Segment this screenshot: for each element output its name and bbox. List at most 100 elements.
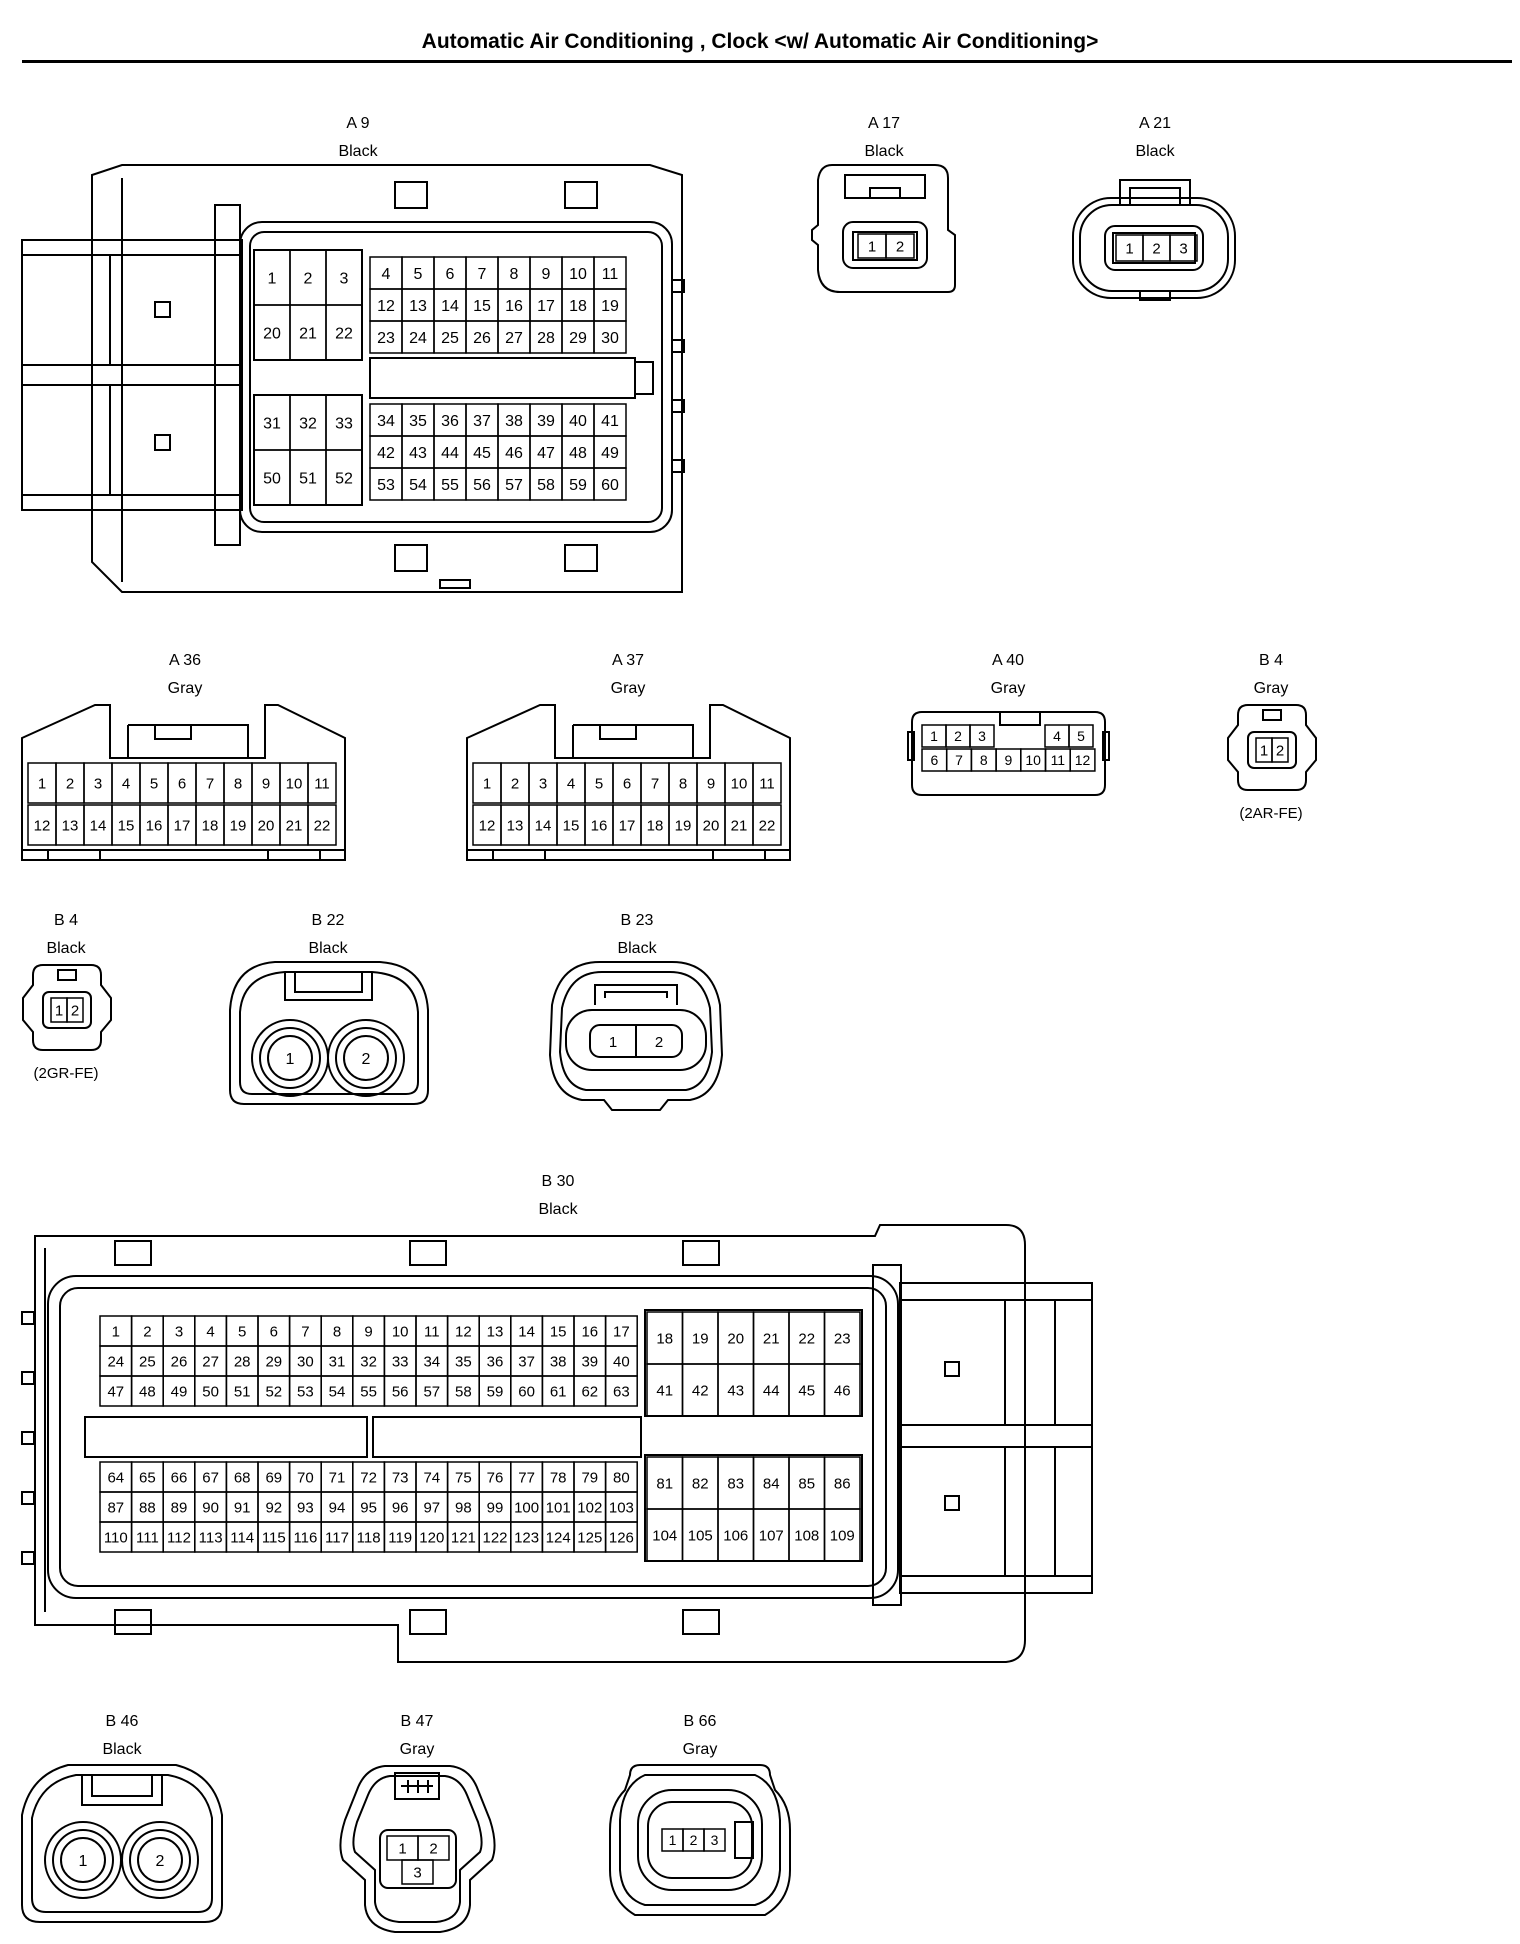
b30-pin: 72 [360, 1469, 377, 1486]
b4-gray-pin: 1 [1260, 742, 1268, 759]
connector-b4-black-note: (2GR-FE) [34, 1065, 99, 1082]
a37-pin: 17 [619, 817, 636, 834]
a9-pin: 58 [537, 477, 555, 494]
a9-pin: 16 [505, 298, 523, 315]
a36-pin: 20 [258, 817, 275, 834]
a40-pin: 12 [1075, 752, 1091, 768]
a21-pin: 3 [1179, 240, 1187, 257]
b30-pin: 14 [518, 1323, 535, 1340]
connector-b66-id: B 66 [684, 1713, 717, 1730]
a36-pin: 17 [174, 817, 191, 834]
a9-pin: 13 [409, 298, 427, 315]
a9-pin: 49 [601, 445, 619, 462]
b30-pin: 77 [518, 1469, 535, 1486]
a36-pin: 2 [66, 775, 74, 792]
a9-pin-cell [325, 449, 363, 506]
a9-pin: 25 [441, 330, 459, 347]
connector-a17-color: Black [864, 143, 904, 160]
connector-b30-id: B 30 [542, 1173, 575, 1190]
b30-pin: 88 [139, 1499, 156, 1516]
connector-b23: B 23 Black 1 2 [548, 912, 724, 1111]
a36-pin: 19 [230, 817, 247, 834]
connector-a37-id: A 37 [612, 652, 644, 669]
b30-pin: 100 [514, 1499, 539, 1516]
b30-pin: 56 [392, 1383, 409, 1400]
b30-pin: 124 [546, 1529, 571, 1546]
connector-b22: B 22 Black 1 2 [229, 912, 429, 1105]
b30-pin: 4 [206, 1323, 214, 1340]
b23-pin: 2 [655, 1034, 663, 1051]
b30-pin: 42 [692, 1382, 709, 1399]
connector-a36-color: Gray [168, 680, 203, 697]
b30-pin: 52 [265, 1383, 282, 1400]
a40-pin: 1 [930, 728, 938, 744]
a40-pin-cell [1069, 748, 1096, 772]
a9-pin: 39 [537, 413, 555, 430]
b66-pin: 1 [669, 1832, 677, 1848]
a9-pin: 36 [441, 413, 459, 430]
b30-pin: 46 [834, 1382, 851, 1399]
a9-pin: 22 [335, 325, 353, 342]
connector-b47-color: Gray [400, 1741, 435, 1758]
b30-pin: 76 [487, 1469, 504, 1486]
a36-pin: 1 [38, 775, 46, 792]
a9-pin: 28 [537, 330, 555, 347]
b30-pin: 106 [723, 1527, 748, 1544]
a9-pin: 43 [409, 445, 427, 462]
b30-pin: 41 [656, 1382, 673, 1399]
a37-pin: 16 [591, 817, 608, 834]
connector-b22-color: Black [308, 940, 348, 957]
b30-pin: 18 [656, 1330, 673, 1347]
b30-pin: 44 [763, 1382, 780, 1399]
b30-pin: 30 [297, 1353, 314, 1370]
a37-pin: 22 [759, 817, 776, 834]
a9-pin: 56 [473, 477, 491, 494]
a36-pin: 13 [62, 817, 79, 834]
b30-pin: 45 [798, 1382, 815, 1399]
connector-b66-color: Gray [683, 1741, 718, 1758]
b30-pin: 32 [360, 1353, 377, 1370]
a9-pin: 23 [377, 330, 395, 347]
connector-b46-id: B 46 [106, 1713, 139, 1730]
b30-pin: 67 [202, 1469, 219, 1486]
b30-pin: 68 [234, 1469, 251, 1486]
b4-black-pin: 1 [55, 1002, 63, 1019]
b30-pin: 21 [763, 1330, 780, 1347]
a36-pin: 5 [150, 775, 158, 792]
b30-pin: 94 [329, 1499, 346, 1516]
b30-pin: 91 [234, 1499, 251, 1516]
a36-pin: 11 [314, 775, 330, 792]
a9-pin: 3 [340, 270, 349, 287]
b30-pin: 120 [419, 1529, 444, 1546]
b30-pin: 80 [613, 1469, 630, 1486]
a36-pin: 3 [94, 775, 102, 792]
b30-pin: 82 [692, 1475, 709, 1492]
a21-pin: 2 [1152, 240, 1160, 257]
b30-pin: 78 [550, 1469, 567, 1486]
a9-pin: 26 [473, 330, 491, 347]
a17-pin: 2 [896, 238, 904, 255]
connector-b22-id: B 22 [312, 912, 345, 929]
b30-pin: 19 [692, 1330, 709, 1347]
b30-pin: 70 [297, 1469, 314, 1486]
b30-pin: 114 [230, 1529, 254, 1546]
b30-pin: 7 [301, 1323, 309, 1340]
a37-pin: 21 [731, 817, 748, 834]
connector-a21-color: Black [1135, 143, 1175, 160]
b30-pin: 116 [293, 1529, 317, 1546]
a9-pin: 34 [377, 413, 395, 430]
b4-black-pin: 2 [71, 1002, 79, 1019]
b30-pin: 28 [234, 1353, 251, 1370]
b30-pin: 27 [202, 1353, 219, 1370]
a36-pin: 18 [202, 817, 219, 834]
connector-b4-gray-note: (2AR-FE) [1239, 805, 1302, 822]
b30-pin: 98 [455, 1499, 472, 1516]
b30-pin: 23 [834, 1330, 851, 1347]
a9-pin: 51 [299, 470, 317, 487]
connector-b30-color: Black [538, 1201, 578, 1218]
connector-a36-id: A 36 [169, 652, 201, 669]
a17-pin-cell [885, 233, 915, 259]
b47-pin: 2 [429, 1840, 437, 1857]
